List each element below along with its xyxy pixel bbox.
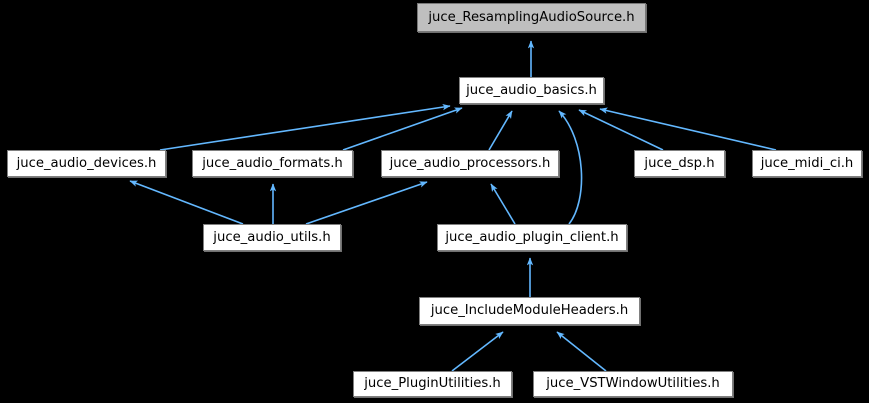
node-juce-include-module-headers[interactable]: juce_IncludeModuleHeaders.h xyxy=(419,297,640,325)
edge-pluginutils-to-includemodule xyxy=(451,331,504,372)
node-juce-vst-window-utilities[interactable]: juce_VSTWindowUtilities.h xyxy=(533,371,733,397)
node-label: juce_IncludeModuleHeaders.h xyxy=(430,303,629,319)
node-label: juce_VSTWindowUtilities.h xyxy=(546,376,720,392)
node-juce-audio-basics[interactable]: juce_audio_basics.h xyxy=(459,77,604,104)
node-label: juce_audio_devices.h xyxy=(16,155,157,171)
node-label: juce_ResamplingAudioSource.h xyxy=(428,9,635,25)
edge-dsp-to-basics xyxy=(578,109,664,151)
node-label: juce_audio_basics.h xyxy=(466,82,597,98)
node-juce-audio-devices[interactable]: juce_audio_devices.h xyxy=(7,150,166,177)
edge-utils-to-devices xyxy=(129,180,244,225)
node-label: juce_midi_ci.h xyxy=(760,155,854,171)
edge-processors-to-basics xyxy=(488,110,513,151)
node-label: juce_audio_processors.h xyxy=(389,155,551,171)
edge-pluginclient-to-basics xyxy=(558,110,583,225)
node-label: juce_audio_utils.h xyxy=(213,229,331,245)
edge-pluginclient-to-processors xyxy=(490,183,516,225)
node-juce-dsp[interactable]: juce_dsp.h xyxy=(634,150,725,177)
edge-formats-to-basics xyxy=(342,107,463,151)
edge-utils-to-processors xyxy=(305,181,428,225)
node-juce-audio-processors[interactable]: juce_audio_processors.h xyxy=(381,150,559,177)
edge-devices-to-basics xyxy=(159,103,451,151)
node-label: juce_audio_plugin_client.h xyxy=(445,229,619,245)
node-juce-audio-utils[interactable]: juce_audio_utils.h xyxy=(203,224,341,251)
node-juce-audio-formats[interactable]: juce_audio_formats.h xyxy=(192,150,353,177)
edge-vstwindowutils-to-includemodule xyxy=(556,331,607,372)
node-juce-audio-plugin-client[interactable]: juce_audio_plugin_client.h xyxy=(437,224,627,251)
node-juce-plugin-utilities[interactable]: juce_PluginUtilities.h xyxy=(353,371,512,397)
node-label: juce_PluginUtilities.h xyxy=(364,376,501,392)
node-juce-midi-ci[interactable]: juce_midi_ci.h xyxy=(752,150,862,177)
node-label: juce_audio_formats.h xyxy=(202,155,343,171)
edge-midici-to-basics xyxy=(599,107,777,151)
node-juce-resampling-audio-source[interactable]: juce_ResamplingAudioSource.h xyxy=(417,3,646,32)
node-label: juce_dsp.h xyxy=(644,155,715,171)
